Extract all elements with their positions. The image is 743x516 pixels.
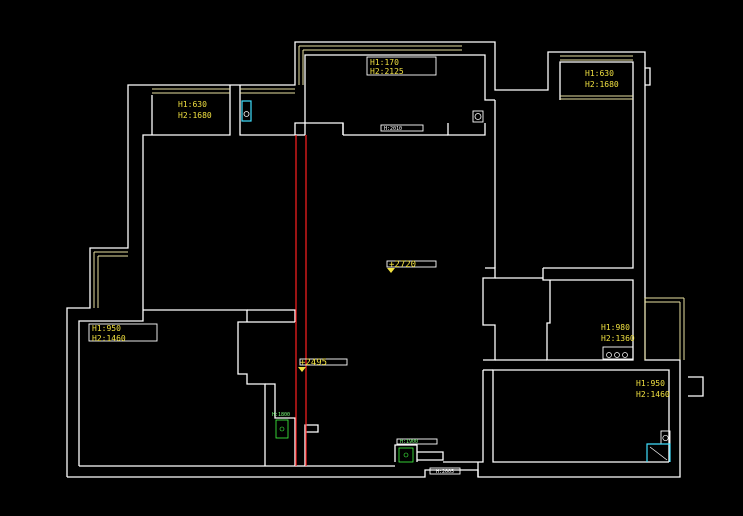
- corridor-tag: H:2010: [384, 126, 402, 132]
- room-south-west-h1: H1:950: [92, 324, 121, 333]
- bottom-tag: H:2005: [436, 469, 454, 475]
- level-left: +2495: [300, 358, 327, 368]
- room-south-east-h2: H2:1460: [636, 390, 670, 399]
- label-frames: [88, 56, 437, 366]
- room-north-west-h2: H2:1680: [178, 111, 212, 120]
- room-labels: H1:170 H2:2125 H1:630 H2:1680 H1:630 H2:…: [92, 58, 670, 399]
- room-north-east-h1: H1:630: [585, 69, 614, 78]
- exterior-walls: [66, 41, 681, 478]
- left-door-tag: H:1800: [272, 412, 290, 418]
- small-tags: H:2010 H:2005 H:1800 H:1900: [272, 126, 454, 475]
- bath-tag: H:1900: [400, 439, 418, 445]
- room-south-west-h2: H2:1460: [92, 334, 126, 343]
- room-north-east-h2: H2:1680: [585, 80, 619, 89]
- red-pipe: [295, 135, 307, 466]
- level-center-marker-icon: [387, 268, 395, 273]
- room-north-center-h2: H2:2125: [370, 67, 404, 76]
- level-markers: +2720 +2495: [298, 260, 416, 372]
- level-center: +2720: [389, 260, 416, 270]
- room-south-east-h1: H1:950: [636, 379, 665, 388]
- room-east-middle-h1: H1:980: [601, 323, 630, 332]
- fixtures: [241, 100, 671, 475]
- level-left-marker-icon: [298, 367, 306, 372]
- interior-walls: [143, 67, 704, 477]
- room-north-center-h1: H1:170: [370, 58, 399, 67]
- room-north-west-h1: H1:630: [178, 100, 207, 109]
- windows: [93, 45, 685, 360]
- room-east-middle-h2: H2:1360: [601, 334, 635, 343]
